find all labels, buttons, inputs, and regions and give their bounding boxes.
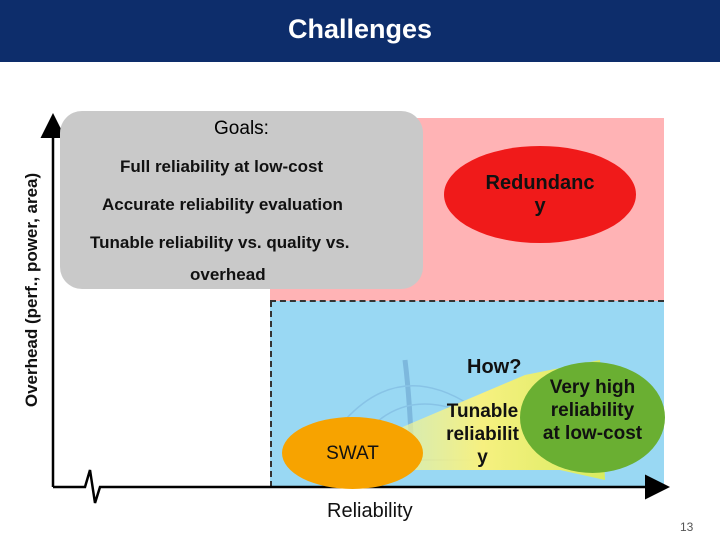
swat-ellipse bbox=[282, 417, 423, 489]
goal-item: overhead bbox=[190, 265, 266, 284]
swat-label: SWAT bbox=[326, 443, 379, 464]
divider-horizontal bbox=[270, 300, 664, 302]
divider-vertical bbox=[270, 301, 272, 487]
redundancy-ellipse bbox=[444, 146, 636, 243]
tunable-reliability-label: Tunable reliabilit y bbox=[446, 401, 519, 468]
goals-box bbox=[60, 111, 423, 289]
goal-item: Accurate reliability evaluation bbox=[102, 195, 343, 214]
goals-title: Goals: bbox=[214, 118, 269, 139]
y-axis-label: Overhead (perf., power, area) bbox=[22, 172, 41, 408]
page-number: 13 bbox=[680, 520, 694, 534]
header-bar bbox=[0, 0, 720, 62]
very-high-reliability-label: Very high reliability at low-cost bbox=[542, 377, 643, 444]
x-axis-label: Reliability bbox=[327, 500, 413, 522]
x-axis bbox=[53, 469, 670, 504]
goal-item: Tunable reliability vs. quality vs. bbox=[90, 233, 350, 252]
how-question: How? bbox=[467, 356, 522, 378]
slide-title: Challenges bbox=[287, 14, 433, 44]
goal-item: Full reliability at low-cost bbox=[120, 157, 324, 176]
redundancy-label: Redundanc y bbox=[485, 172, 595, 217]
very-high-reliability-ellipse bbox=[520, 362, 665, 473]
